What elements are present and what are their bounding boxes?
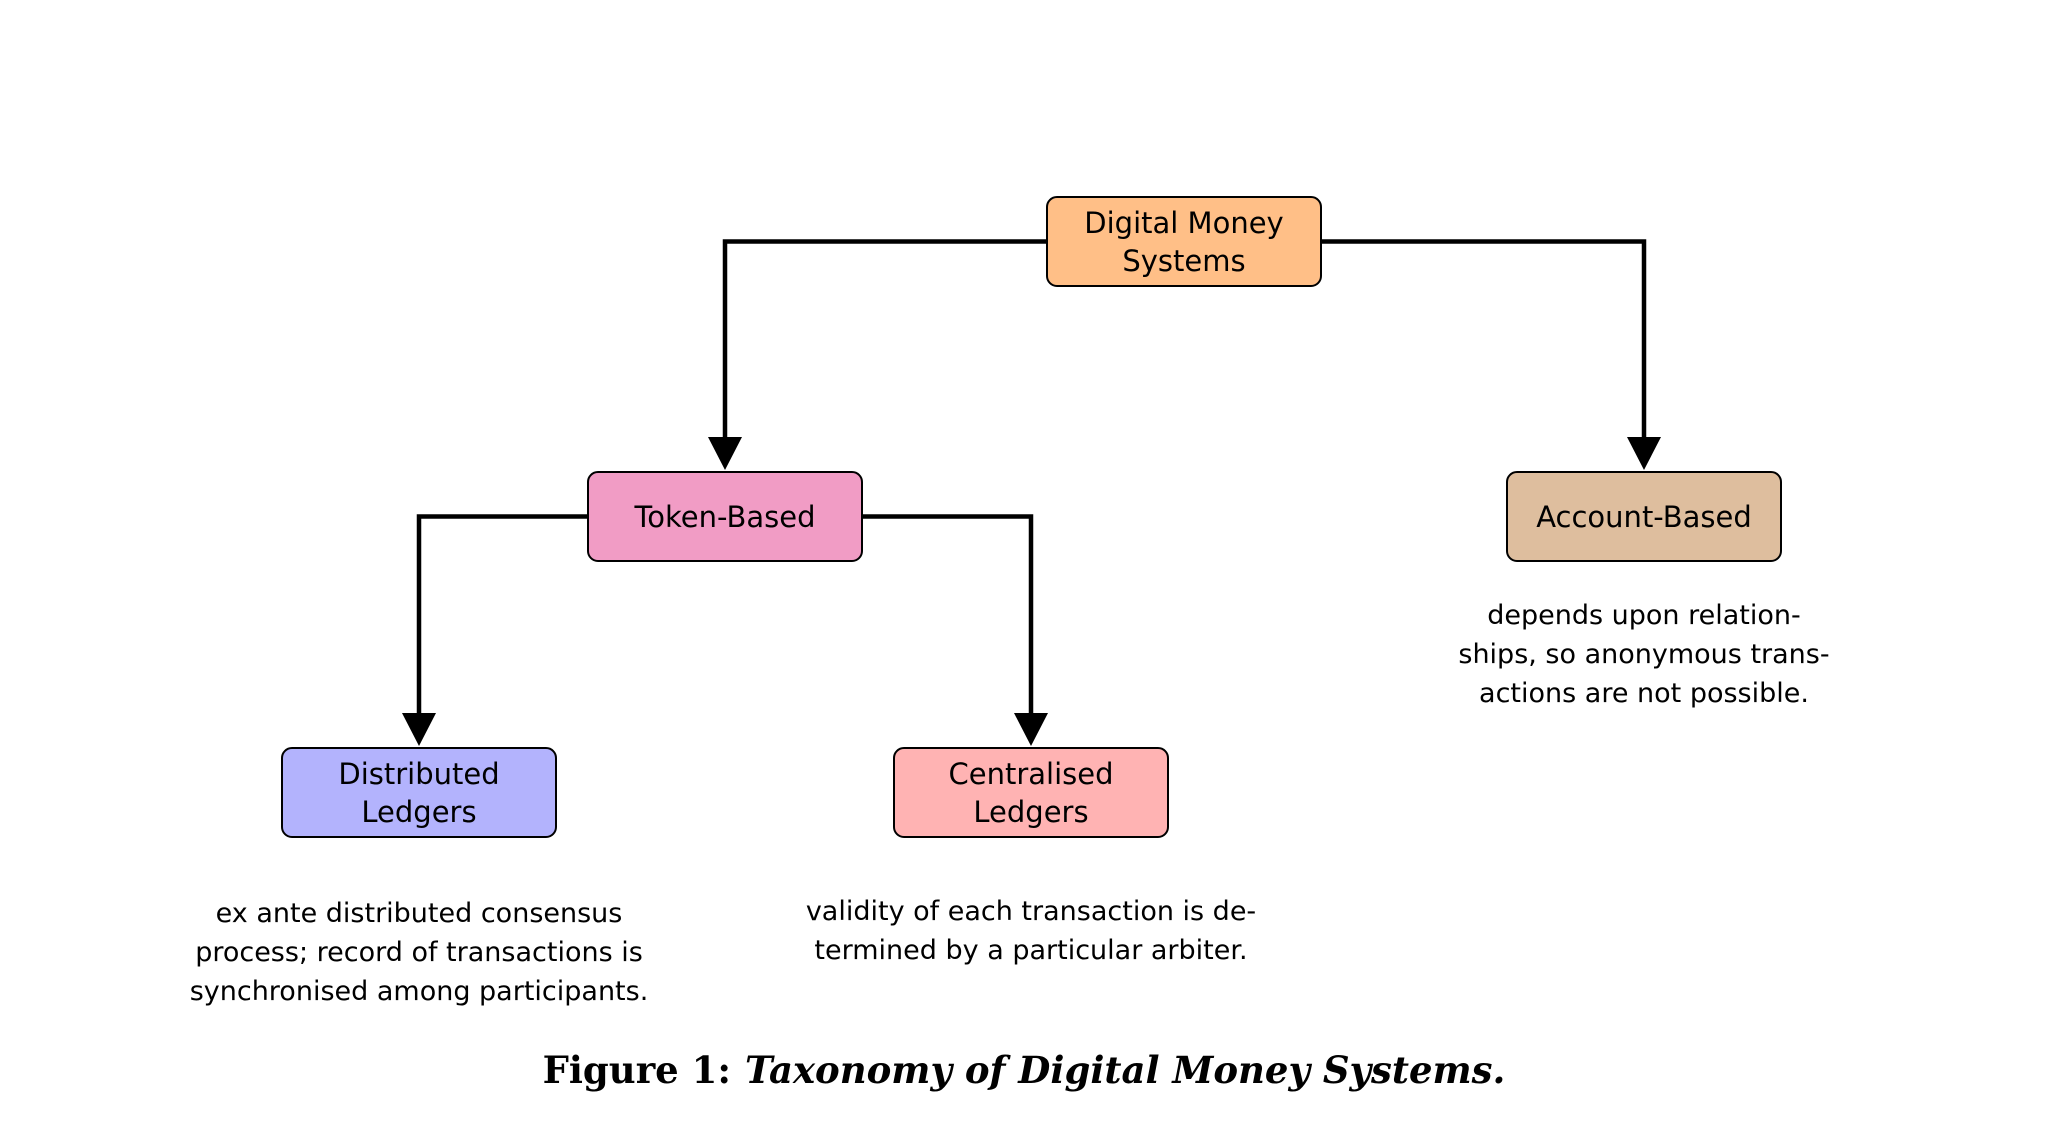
arrowhead-digital_money-to-account_based [1627, 437, 1661, 470]
arrowhead-token_based-to-centralised [1014, 713, 1048, 746]
arrowhead-digital_money-to-token_based [708, 437, 742, 470]
note-centralised-ledgers: validity of each transaction is de- term… [805, 896, 1257, 966]
arrowhead-token_based-to-distributed [402, 713, 436, 746]
edge-digital_money-to-account_based [1322, 239, 1647, 439]
edge-group [402, 239, 1661, 746]
node-label: Token-Based [634, 499, 816, 534]
node-digital-money-systems: Digital Money Systems [1046, 196, 1322, 287]
node-centralised-ledgers: Centralised Ledgers [893, 747, 1169, 838]
edge-token_based-to-distributed [416, 514, 587, 715]
node-label: Distributed Ledgers [338, 756, 500, 829]
caption-label: Figure 1: [542, 1048, 732, 1092]
note-account-based: depends upon relation- ships, so anonymo… [1458, 600, 1830, 709]
edge-token_based-to-centralised [863, 514, 1034, 715]
node-token-based: Token-Based [587, 471, 863, 562]
edge-digital_money-to-token_based [722, 239, 1046, 439]
node-distributed-ledgers: Distributed Ledgers [281, 747, 557, 838]
note-distributed-ledgers: ex ante distributed consensus process; r… [189, 898, 649, 1007]
node-label: Account-Based [1536, 499, 1752, 534]
node-label: Centralised Ledgers [948, 756, 1114, 829]
figure-caption: Figure 1: Taxonomy of Digital Money Syste… [0, 1048, 2048, 1092]
node-account-based: Account-Based [1506, 471, 1782, 562]
caption-text: Taxonomy of Digital Money Systems. [745, 1048, 1506, 1092]
node-label: Digital Money Systems [1084, 205, 1284, 278]
